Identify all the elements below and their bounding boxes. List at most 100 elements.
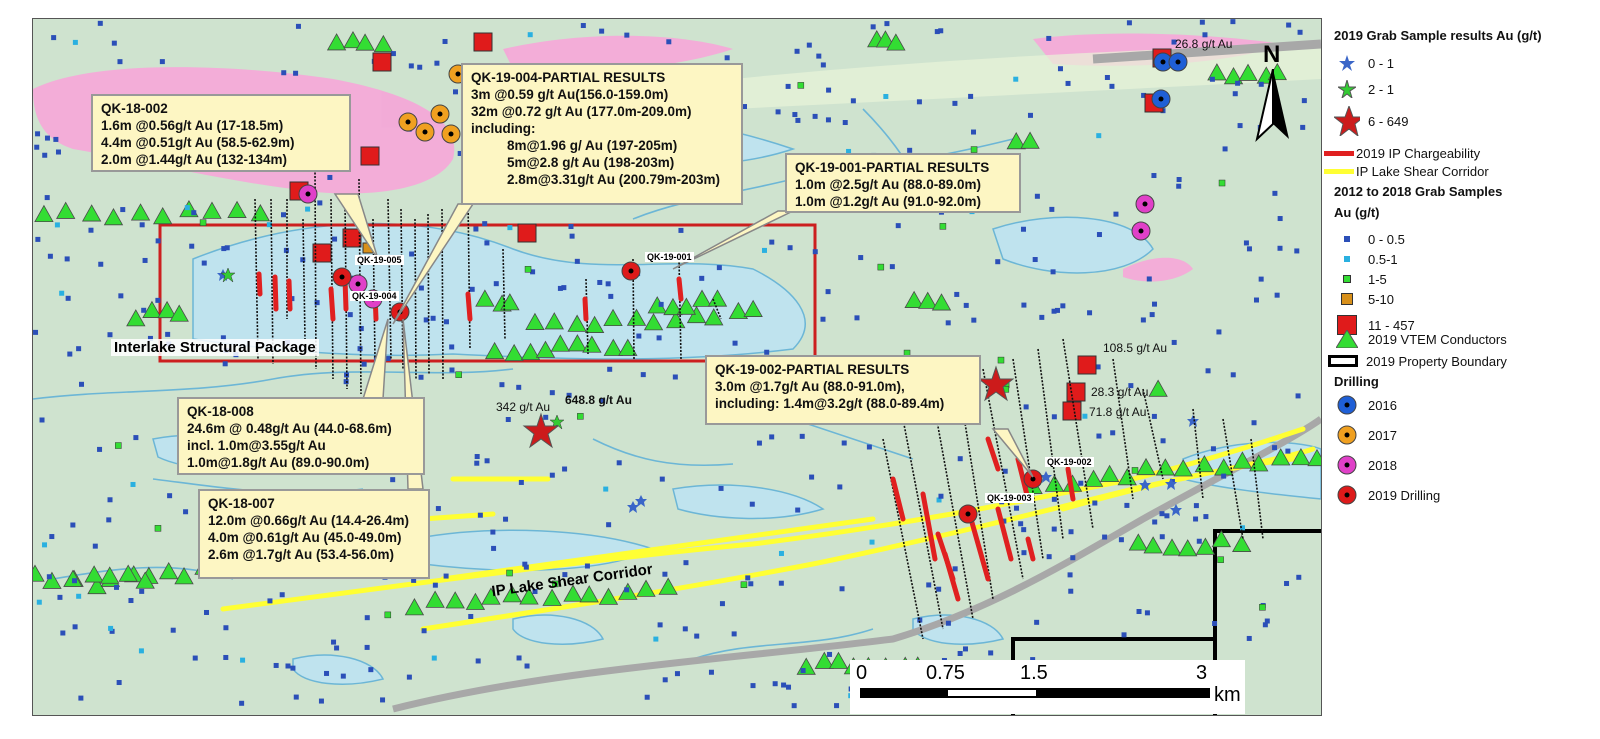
grab-sample-marker [35, 131, 41, 137]
grab-sample-marker [285, 663, 291, 669]
vtem-conductor-icon [643, 313, 664, 331]
legend-item: 0.5-1 [1334, 248, 1398, 270]
vtem-conductor-icon [343, 30, 363, 49]
grab-sample-marker [756, 440, 762, 446]
map-area[interactable]: 4740004750004760004770004780004790004800… [32, 18, 1322, 716]
grab-sample-marker [1131, 467, 1139, 474]
grab-sample-marker [624, 32, 630, 38]
grab-sample-marker [36, 599, 42, 605]
drill-trace [632, 258, 635, 360]
grab-sample-marker [945, 320, 951, 326]
grab-sample-marker [945, 620, 951, 626]
grab-sample-marker [76, 593, 82, 599]
grab-sample-marker [1230, 19, 1236, 25]
grab-sample-marker [1151, 173, 1157, 179]
scale-tick: 0.75 [926, 662, 965, 684]
grab-sample-marker [474, 454, 480, 460]
grab-sample-marker [1171, 39, 1177, 45]
vtem-conductor-icon [1117, 467, 1137, 486]
grab-sample-marker [787, 245, 793, 251]
grab-sample-marker [70, 522, 76, 528]
grab-sample-marker [482, 221, 488, 227]
vtem-conductor-icon [544, 312, 564, 330]
legend-label: 2019 VTEM Conductors [1368, 331, 1507, 347]
vtem-conductor-icon [84, 565, 104, 583]
vtem-conductor-icon [636, 579, 656, 597]
grab-sample-marker [624, 587, 630, 593]
grab-sample-marker [183, 509, 189, 515]
grab-sample-marker [1202, 32, 1208, 38]
drill-collar-icon [455, 71, 461, 77]
drill-collar-icon [1160, 59, 1166, 65]
grab-sample-marker [842, 120, 848, 126]
vtem-conductor-icon [157, 300, 177, 319]
grab-sample-marker [1057, 66, 1063, 72]
vtem-conductor-icon [373, 34, 394, 53]
grab-sample-marker [749, 501, 755, 507]
grab-sample-marker [1246, 635, 1252, 641]
callout-line: 24.6m @ 0.48g/t Au (44.0-68.6m) [187, 421, 392, 436]
grab-sample-marker [222, 361, 228, 367]
vtem-conductor-icon [465, 592, 486, 610]
grab-sample-marker [47, 253, 53, 259]
grab-sample-marker [115, 442, 122, 449]
grab-sample-marker [732, 340, 738, 346]
grab-sample-marker [778, 580, 784, 586]
callout-qk18002[interactable]: QK-18-002 1.6m @0.56g/t Au (17-18.5m) 4.… [91, 94, 351, 172]
vtem-conductor-icon [169, 304, 189, 322]
grab-sample-marker [53, 136, 59, 142]
grab-sample-marker [340, 673, 346, 679]
legend-label: 0.5-1 [1368, 251, 1398, 267]
grab-sample-marker [142, 257, 148, 263]
drill-collar-icon [437, 111, 443, 117]
grab-sample-marker [1110, 430, 1116, 436]
vtem-conductor-icon [42, 571, 62, 589]
vtem-conductor-icon [445, 591, 465, 609]
callout-qk18008[interactable]: QK-18-008 24.6m @ 0.48g/t Au (44.0-68.6m… [177, 397, 425, 475]
legend-item: 0 - 0.5 [1334, 228, 1405, 250]
drill-trace [1192, 408, 1204, 500]
legend-item: 2019 Property Boundary [1326, 350, 1507, 372]
grab-sample-marker [324, 670, 330, 676]
ip-chargeability-segment [920, 491, 938, 562]
grab-sample-marker [499, 382, 505, 388]
grab-label-342: 342 g/t Au [496, 400, 551, 414]
vtem-conductor-icon [603, 338, 624, 356]
vtem-conductor-icon [743, 299, 763, 317]
vtem-conductor-icon [1211, 529, 1232, 548]
grab-sample-marker [1018, 521, 1024, 527]
grab-sample-marker [608, 293, 614, 299]
grab-sample-marker [503, 516, 509, 522]
legend-label: 2019 IP Chargeability [1356, 145, 1481, 161]
grab-sample-marker [57, 594, 63, 600]
callout-qk19004[interactable]: QK-19-004-PARTIAL RESULTS 3m @0.59 g/t A… [461, 63, 743, 205]
grab-sample-marker [1193, 516, 1199, 522]
grab-sample-marker [1078, 480, 1084, 486]
grab-sample-marker [557, 285, 563, 291]
legend-item: 2019 VTEM Conductors [1334, 328, 1507, 350]
grab-sample-marker [92, 543, 98, 549]
grab-sample-marker [605, 281, 611, 287]
grab-sample-marker [785, 83, 791, 89]
scale-bar: 0 0.75 1.5 3 km [850, 660, 1245, 714]
grab-sample-marker [952, 566, 958, 572]
square-icon [1344, 256, 1350, 262]
grab-sample-marker [740, 581, 748, 588]
vtem-conductor-icon [1148, 379, 1168, 397]
callout-qk19001[interactable]: QK-19-001-PARTIAL RESULTS 1.0m @2.5g/t A… [785, 153, 1021, 213]
grab-sample-marker [603, 486, 609, 492]
blue-star-icon [1170, 504, 1182, 516]
grab-sample-marker [1020, 226, 1026, 232]
legend-label: IP Lake Shear Corridor [1356, 163, 1489, 179]
vtem-conductor-icon [598, 587, 619, 605]
grab-sample-marker [474, 460, 480, 466]
grab-sample-marker [1151, 413, 1157, 419]
callout-qk19002[interactable]: QK-19-002-PARTIAL RESULTS 3.0m @1.7g/t A… [705, 355, 981, 425]
grab-sample-marker [1068, 529, 1074, 535]
grab-sample-marker [719, 601, 725, 607]
grab-sample-marker [799, 433, 805, 439]
grab-sample-marker [98, 261, 104, 267]
callout-qk18007[interactable]: QK-18-007 12.0m @0.66g/t Au (14.4-26.4m)… [198, 489, 430, 579]
grab-sample-marker [1034, 193, 1040, 199]
grab-label-26: 26.8 g/t Au [1175, 37, 1233, 51]
